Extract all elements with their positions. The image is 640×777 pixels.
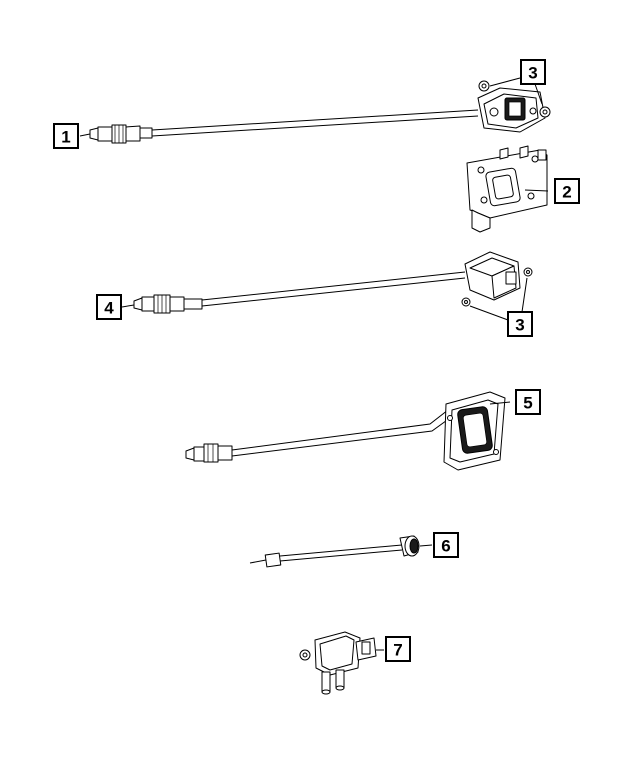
part-1-nox-sensor (89, 80, 551, 144)
callout-1-label: 1 (61, 128, 70, 147)
callout-6-label: 6 (441, 537, 450, 556)
part-6-temp-sensor (249, 535, 420, 568)
callout-7-label: 7 (393, 641, 402, 660)
part-4-sensor (133, 251, 533, 314)
part-7-pressure-sensor (299, 631, 377, 695)
callout-2-label: 2 (562, 183, 571, 202)
callout-4-label: 4 (104, 299, 114, 318)
callout-2: 2 (554, 178, 580, 204)
callout-3-top-label: 3 (528, 64, 537, 83)
callout-5-label: 5 (523, 394, 532, 413)
part-2-bracket (466, 145, 548, 233)
leader-lines (79, 77, 549, 651)
callout-4: 4 (96, 294, 122, 320)
callout-6: 6 (433, 532, 459, 558)
callout-7: 7 (385, 636, 411, 662)
callout-3-middle-label: 3 (515, 316, 524, 335)
callout-3-top: 3 (520, 59, 546, 85)
callout-1: 1 (53, 123, 79, 149)
part-5-sensor (185, 391, 506, 471)
callout-3-middle: 3 (507, 311, 533, 337)
callout-5: 5 (515, 389, 541, 415)
